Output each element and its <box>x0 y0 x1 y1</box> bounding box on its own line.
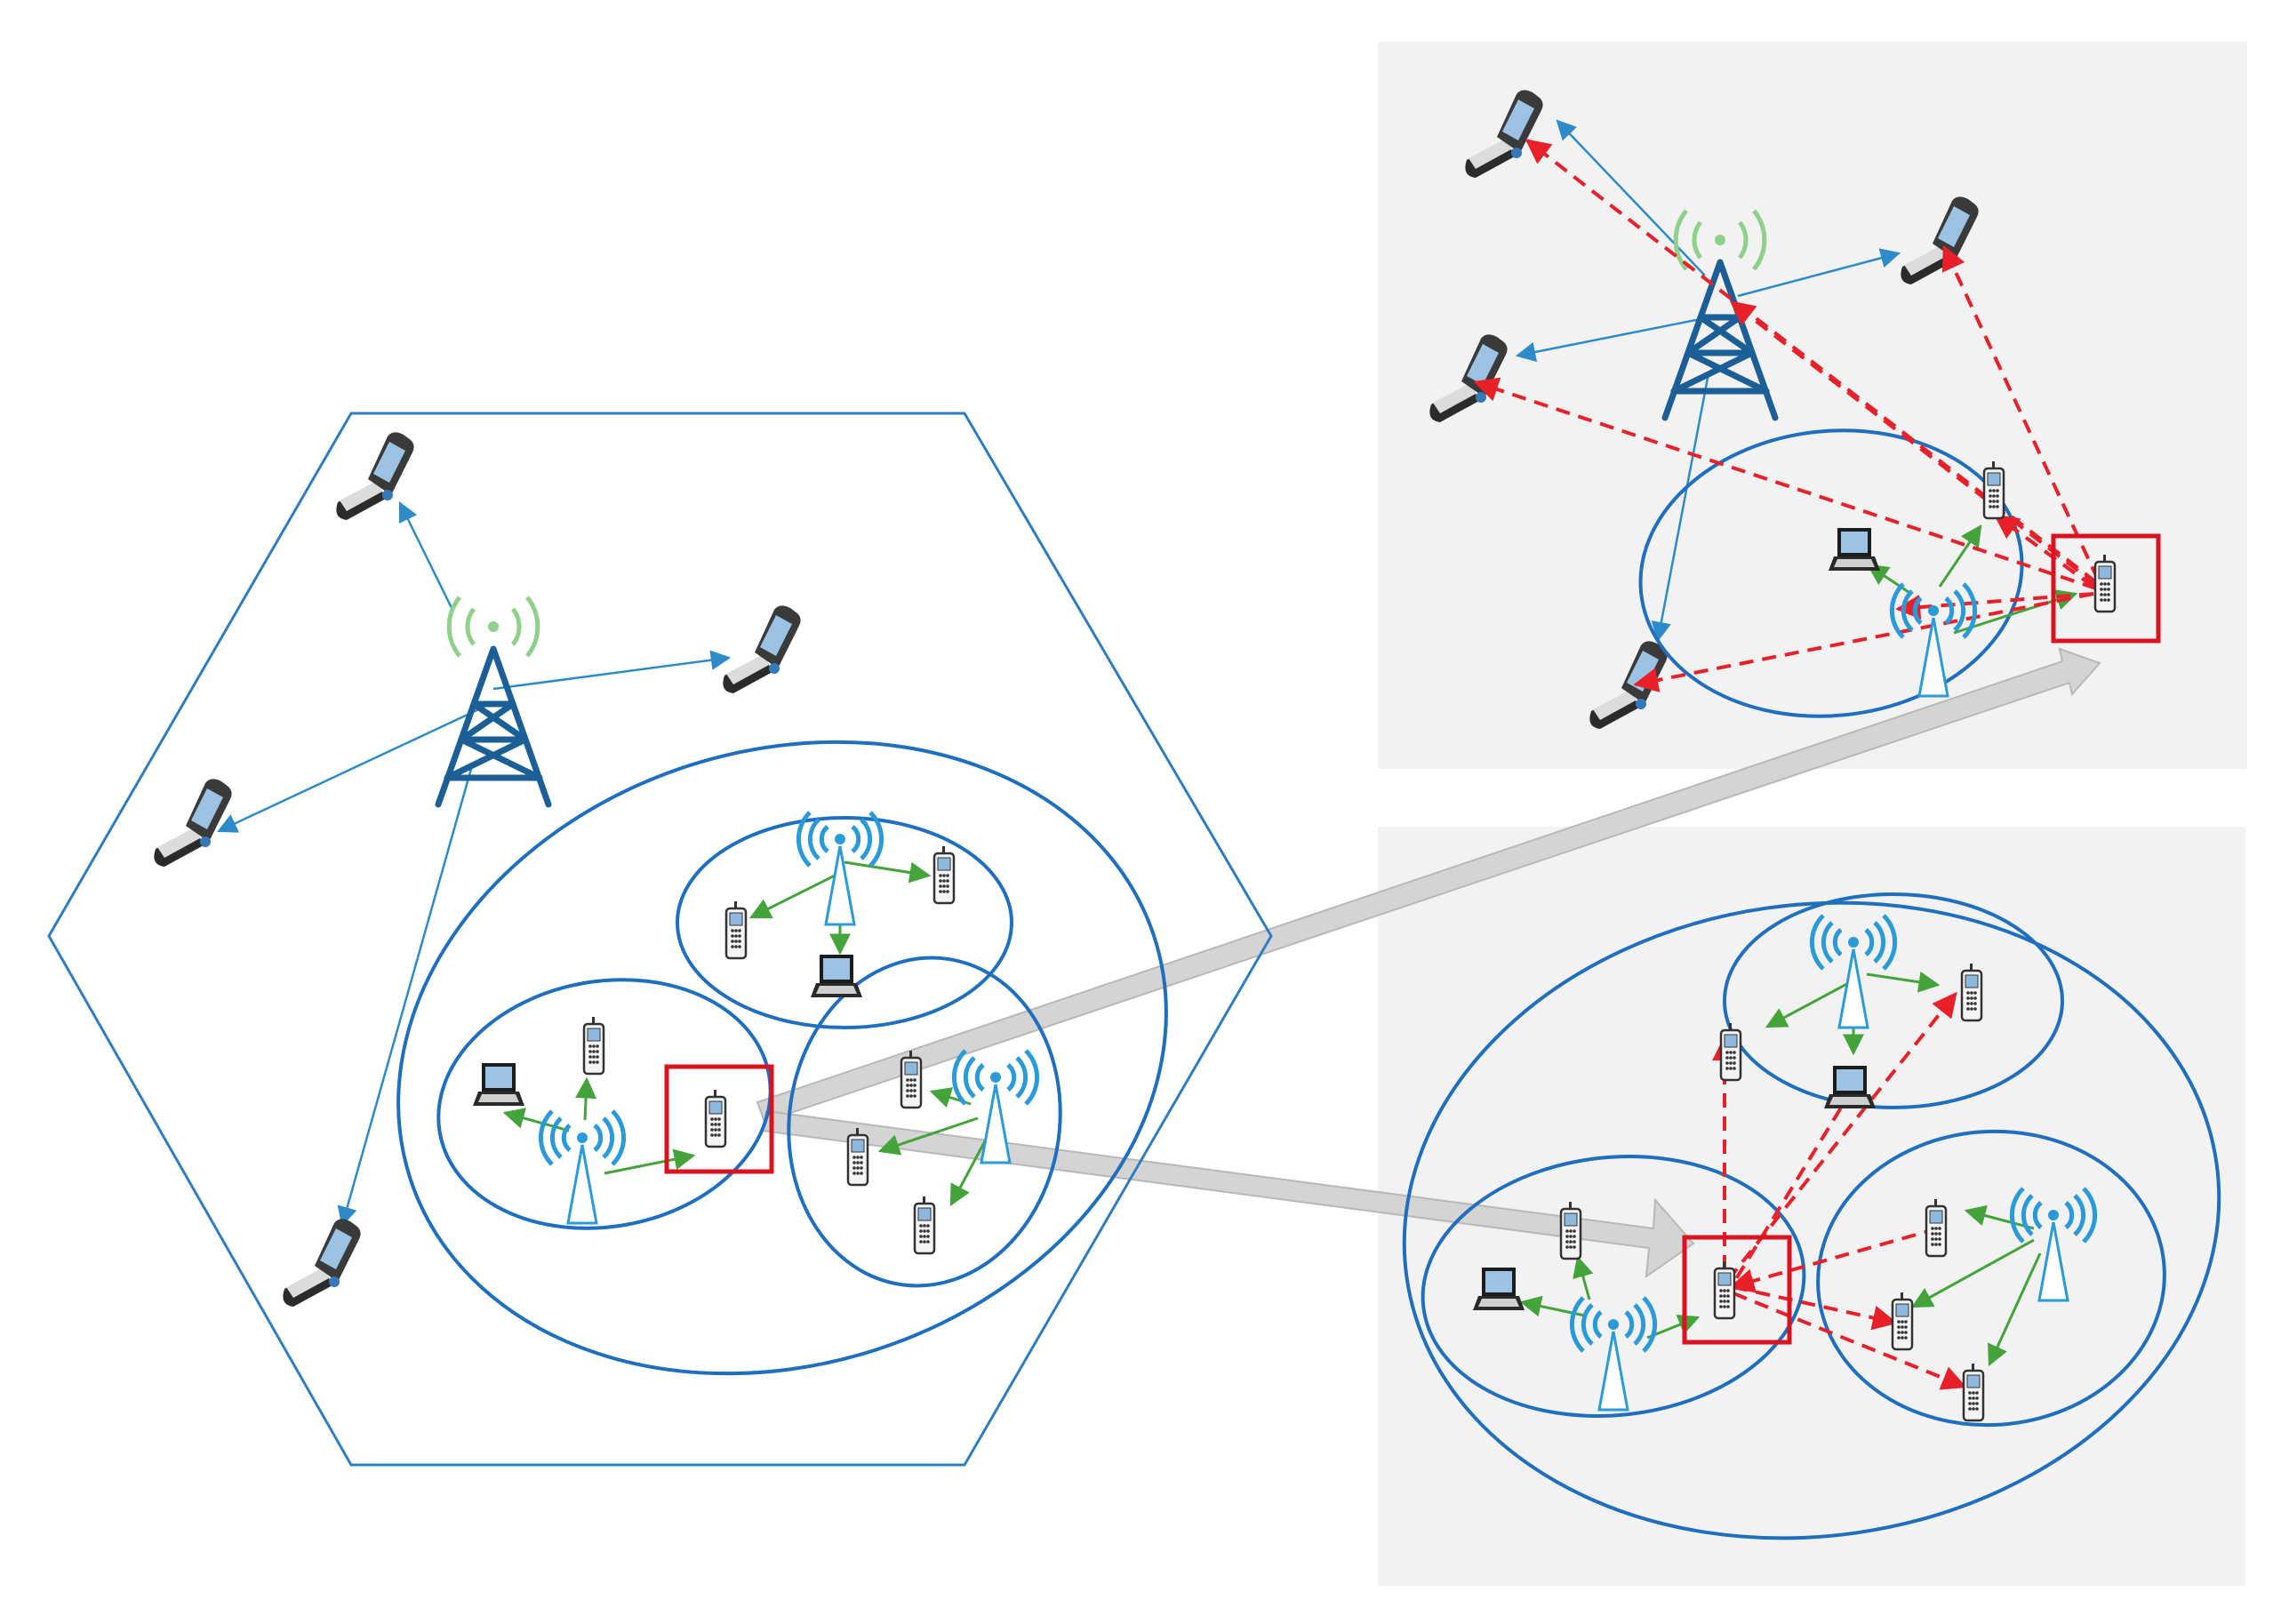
sc-link <box>1573 1255 1594 1300</box>
handset-icon <box>913 1195 936 1255</box>
small-cell-right <box>787 956 1062 1288</box>
handset-icon <box>704 1088 727 1148</box>
handset-icon <box>900 1049 923 1109</box>
interference-link <box>1633 592 2094 692</box>
small-cell-links-left-diagram <box>502 860 988 1207</box>
handset-icon <box>582 1015 605 1076</box>
flip-phone-icon <box>723 605 801 693</box>
macro-link-1 <box>398 500 455 612</box>
small-cell-cluster <box>396 740 1168 1376</box>
flip-phone-icon <box>154 779 232 867</box>
small-cell-top <box>676 816 1013 1029</box>
handset-icon <box>1925 1197 1948 1258</box>
sc-link <box>502 1108 570 1132</box>
sc-link <box>877 1116 979 1156</box>
handset-icon <box>1891 1291 1914 1351</box>
sc-link <box>1765 979 1854 1028</box>
highlighted-user-box <box>664 1064 774 1174</box>
small-cell-ap-icon <box>798 812 881 924</box>
interference-link <box>1729 1227 1939 1293</box>
laptop-icon <box>473 1063 524 1106</box>
small-cell-top-bottom-panel <box>1723 892 2064 1109</box>
sc-link <box>604 1148 696 1175</box>
flip-phone-icon <box>283 1219 361 1307</box>
handset-icon <box>1719 1021 1742 1082</box>
interference-link <box>1473 377 2097 590</box>
small-cell-right-bottom-panel <box>1816 1129 2166 1428</box>
bottom-panel-small-cell-links <box>1519 971 2042 1367</box>
macro-link <box>1651 372 1710 643</box>
small-cell-top-panel <box>1638 428 2024 718</box>
interference-link <box>1726 991 1957 1282</box>
macro-tower-icon <box>438 597 548 804</box>
highlighted-user-box <box>2051 533 2161 644</box>
small-cell-cluster-bottom-panel <box>1402 900 2221 1540</box>
interference-link <box>1993 514 2095 588</box>
handset-icon <box>932 844 956 905</box>
macro-links <box>216 500 732 1228</box>
macro-link-3 <box>216 705 485 833</box>
sc-link <box>1938 524 1982 588</box>
macro-cell-hexagon <box>47 412 1273 1467</box>
sc-link <box>949 1137 988 1207</box>
sc-link <box>575 1076 597 1121</box>
handset-icon <box>1713 1260 1736 1320</box>
interference-link <box>1941 244 2100 580</box>
interference-link <box>1729 300 2098 587</box>
sc-link <box>1988 1252 2042 1367</box>
top-panel-macro-links <box>1515 119 1901 643</box>
sc-link <box>1910 1238 2035 1308</box>
sc-link <box>1964 1204 2035 1230</box>
handset-icon <box>724 900 748 960</box>
handset-icon <box>1960 962 1983 1022</box>
interference-link <box>1733 1292 1967 1390</box>
handset-icon <box>1962 1362 1985 1422</box>
macro-link-4 <box>337 768 473 1228</box>
macro-link <box>1737 248 1901 298</box>
macro-link-2 <box>492 650 732 691</box>
zoom-arrow-to-top-panel <box>756 647 2101 1124</box>
handset-icon <box>846 1126 869 1187</box>
highlighted-user-box <box>1682 1235 1792 1345</box>
interference-link <box>1723 1075 1861 1300</box>
sc-link <box>1866 971 1941 993</box>
handset-icon <box>2093 553 2117 613</box>
macro-link <box>1515 316 1706 363</box>
interference-link <box>1733 1285 1898 1331</box>
small-cell-left <box>436 978 772 1230</box>
small-cell-ap-icon <box>540 1111 623 1223</box>
sc-link <box>844 860 932 884</box>
handset-icon <box>1982 460 2005 520</box>
handset-icon <box>1559 1200 1582 1260</box>
sc-link <box>748 871 841 919</box>
laptop-icon <box>811 955 862 997</box>
macro-link <box>1556 119 1706 276</box>
